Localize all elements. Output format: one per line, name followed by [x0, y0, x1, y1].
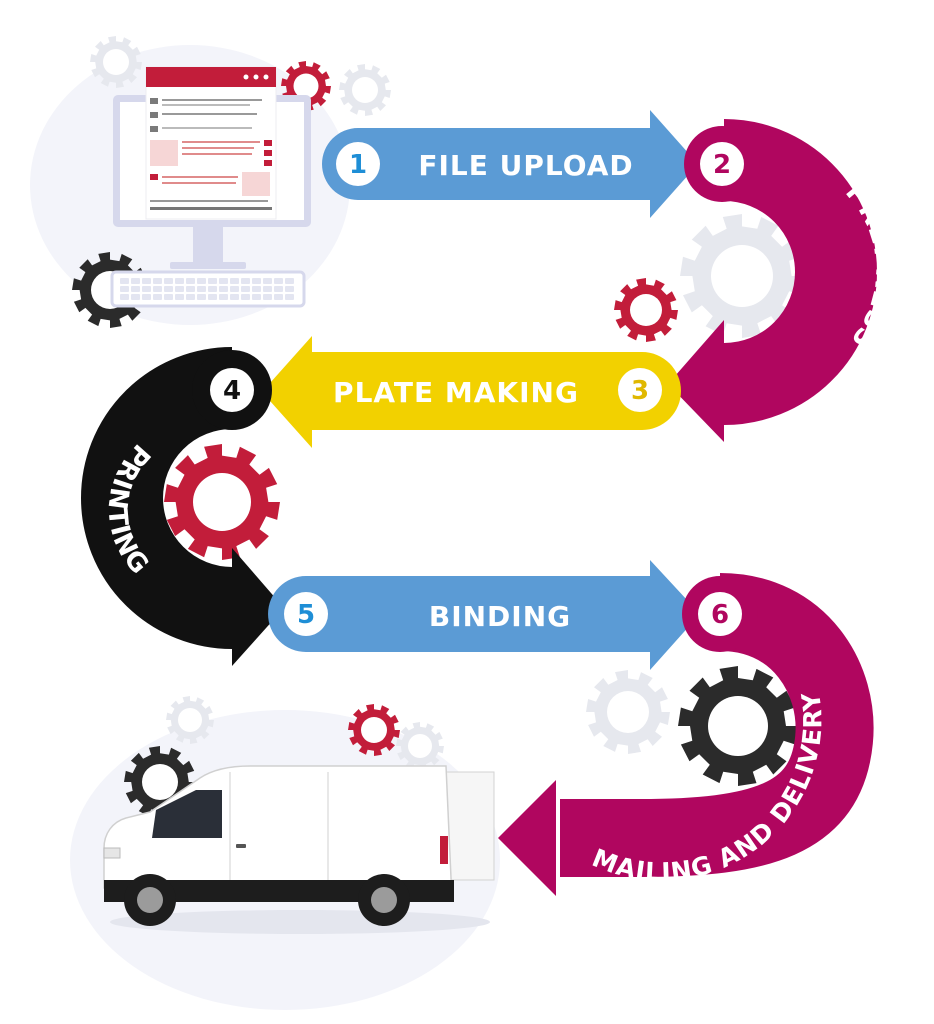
- keyboard-key: [197, 278, 206, 284]
- keyboard-key: [208, 286, 217, 292]
- keyboard-key: [274, 286, 283, 292]
- gear-icon: [680, 214, 804, 338]
- keyboard-key: [285, 286, 294, 292]
- keyboard-key: [230, 286, 239, 292]
- gear-icon: [396, 722, 444, 770]
- keyboard-key: [263, 286, 272, 292]
- keyboard-key: [219, 294, 228, 300]
- step-3-number: 3: [631, 376, 649, 406]
- keyboard-key: [131, 286, 140, 292]
- keyboard-key: [252, 278, 261, 284]
- keyboard-key: [274, 294, 283, 300]
- gear-icon: [164, 444, 280, 560]
- step-1-arrow: [322, 110, 698, 218]
- keyboard-key: [120, 286, 129, 292]
- keyboard-key: [230, 278, 239, 284]
- keyboard-key: [175, 294, 184, 300]
- keyboard-key: [153, 278, 162, 284]
- step-6-arrow: [498, 573, 874, 896]
- keyboard-key: [285, 294, 294, 300]
- step-5-label: BINDING: [429, 600, 571, 633]
- keyboard-key: [153, 286, 162, 292]
- gear-icon: [614, 278, 678, 342]
- keyboard-key: [131, 278, 140, 284]
- computer-monitor-icon: [113, 66, 311, 269]
- keyboard-key: [252, 294, 261, 300]
- step-5-number: 5: [297, 600, 315, 630]
- step-4-number: 4: [223, 376, 241, 406]
- step-1-label: FILE UPLOAD: [418, 149, 633, 182]
- gear-icon: [166, 696, 214, 744]
- keyboard-key: [164, 278, 173, 284]
- keyboard-key: [164, 286, 173, 292]
- keyboard-icon: [110, 270, 306, 308]
- keyboard-key: [219, 278, 228, 284]
- gear-icon: [339, 64, 391, 116]
- keyboard-key: [164, 294, 173, 300]
- keyboard-key: [142, 278, 151, 284]
- keyboard-key: [186, 278, 195, 284]
- gear-icon: [348, 704, 400, 756]
- keyboard-key: [208, 294, 217, 300]
- keyboard-key: [153, 294, 162, 300]
- keyboard-key: [186, 286, 195, 292]
- keyboard-key: [142, 294, 151, 300]
- keyboard-key: [252, 286, 261, 292]
- gear-icon: [586, 670, 670, 754]
- keyboard-key: [186, 294, 195, 300]
- step-5-arrow: [268, 560, 700, 670]
- keyboard-key: [197, 286, 206, 292]
- keyboard-key: [131, 294, 140, 300]
- step-4-arrow: [81, 347, 284, 666]
- step-3-label: PLATE MAKING: [333, 376, 579, 409]
- keyboard-key: [285, 278, 294, 284]
- step-1-number: 1: [349, 150, 367, 180]
- gear-icon: [678, 666, 798, 786]
- keyboard-key: [175, 286, 184, 292]
- gear-icon: [90, 36, 142, 88]
- keyboard-key: [197, 294, 206, 300]
- keyboard-key: [208, 278, 217, 284]
- keyboard-key: [120, 294, 129, 300]
- step-2-number: 2: [713, 150, 731, 180]
- keyboard-key: [263, 294, 272, 300]
- keyboard-key: [175, 278, 184, 284]
- keyboard-key: [241, 286, 250, 292]
- step-2-arrow: [668, 119, 877, 442]
- keyboard-key: [219, 286, 228, 292]
- keyboard-key: [230, 294, 239, 300]
- keyboard-key: [241, 278, 250, 284]
- keyboard-key: [274, 278, 283, 284]
- step-6-number: 6: [711, 600, 729, 630]
- step-3-arrow: [262, 336, 681, 448]
- delivery-van-icon: [103, 765, 495, 934]
- keyboard-key: [241, 294, 250, 300]
- keyboard-key: [120, 278, 129, 284]
- keyboard-key: [142, 286, 151, 292]
- keyboard-key: [263, 278, 272, 284]
